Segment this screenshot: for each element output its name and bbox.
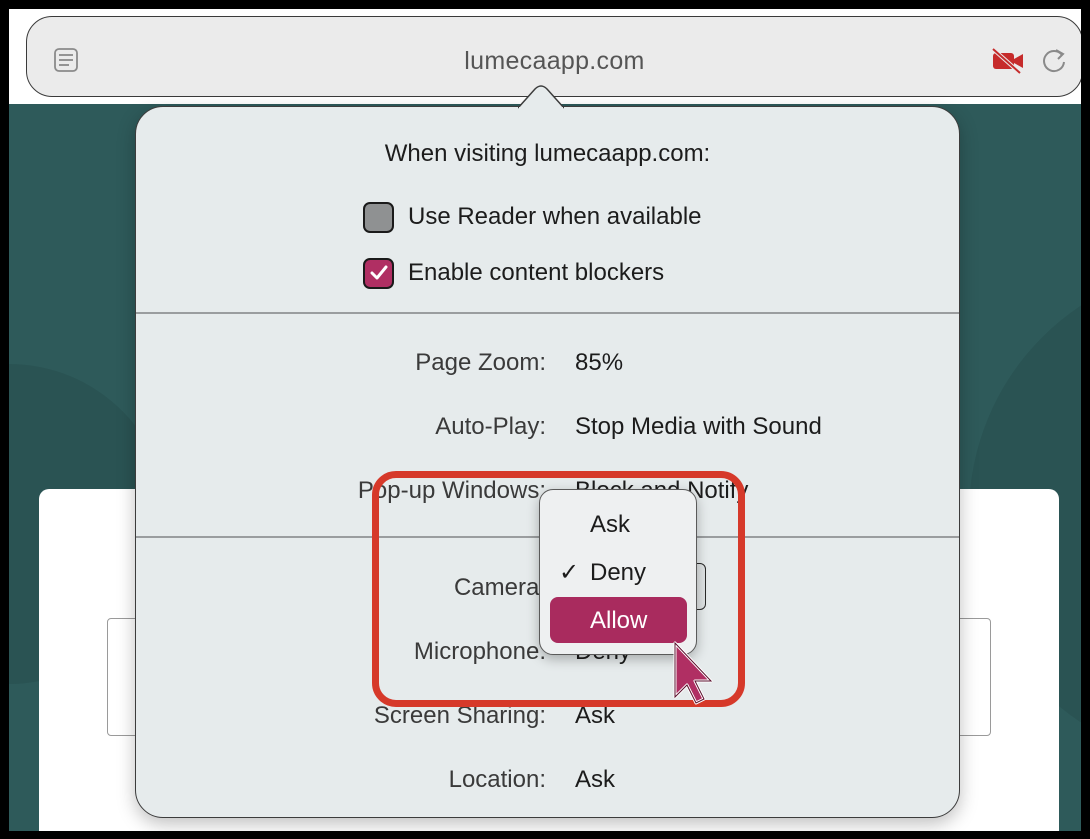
auto-play-label: Auto-Play: [435, 413, 546, 440]
reader-option[interactable]: Use Reader when available [363, 200, 702, 234]
page-zoom-row: Page Zoom: 85% [136, 349, 959, 383]
divider [136, 312, 959, 314]
reload-icon[interactable] [1042, 46, 1068, 74]
pointer-cursor-icon [673, 641, 713, 705]
highlight-annotation [372, 471, 745, 707]
camera-blocked-icon[interactable] [990, 47, 1026, 75]
camera-label: Camera: [453, 574, 546, 601]
reader-checkbox-label: Use Reader when available [408, 203, 702, 230]
popover-arrow [518, 85, 564, 109]
location-value[interactable]: Ask [575, 766, 616, 793]
menu-item-allow[interactable]: Allow [550, 597, 687, 643]
screen-sharing-row: Screen Sharing: Ask [136, 702, 959, 736]
content-blockers-option[interactable]: Enable content blockers [363, 256, 664, 290]
content-blockers-checkbox[interactable] [363, 257, 394, 289]
url-text[interactable]: lumecaapp.com [464, 47, 645, 75]
menu-item-ask[interactable]: Ask [550, 501, 687, 547]
auto-play-row: Auto-Play: Stop Media with Sound [136, 413, 959, 447]
menu-item-label: Ask [590, 511, 631, 538]
microphone-label: Microphone: [413, 638, 546, 665]
browser-window: lumecaapp.com When visiting lumecaapp.co… [9, 9, 1081, 831]
menu-item-label: Allow [590, 607, 648, 634]
camera-permission-menu: Ask ✓ Deny Allow [539, 489, 697, 655]
auto-play-value[interactable]: Stop Media with Sound [575, 413, 822, 440]
website-settings-popover: When visiting lumecaapp.com: Use Reader … [135, 106, 960, 818]
page-zoom-value[interactable]: 85% [575, 349, 624, 376]
location-label: Location: [448, 766, 546, 793]
popover-title: When visiting lumecaapp.com: [384, 140, 711, 167]
menu-item-label: Deny [590, 559, 647, 586]
sidebar-icon[interactable] [53, 47, 79, 73]
checkmark-icon: ✓ [559, 559, 580, 586]
page-zoom-label: Page Zoom: [415, 349, 546, 376]
reader-checkbox[interactable] [363, 201, 394, 233]
menu-item-deny[interactable]: ✓ Deny [550, 549, 687, 595]
checkmark-icon [370, 265, 387, 280]
location-row: Location: Ask [136, 766, 959, 800]
content-blockers-label: Enable content blockers [408, 259, 665, 286]
camera-row: Camera: [136, 574, 959, 608]
